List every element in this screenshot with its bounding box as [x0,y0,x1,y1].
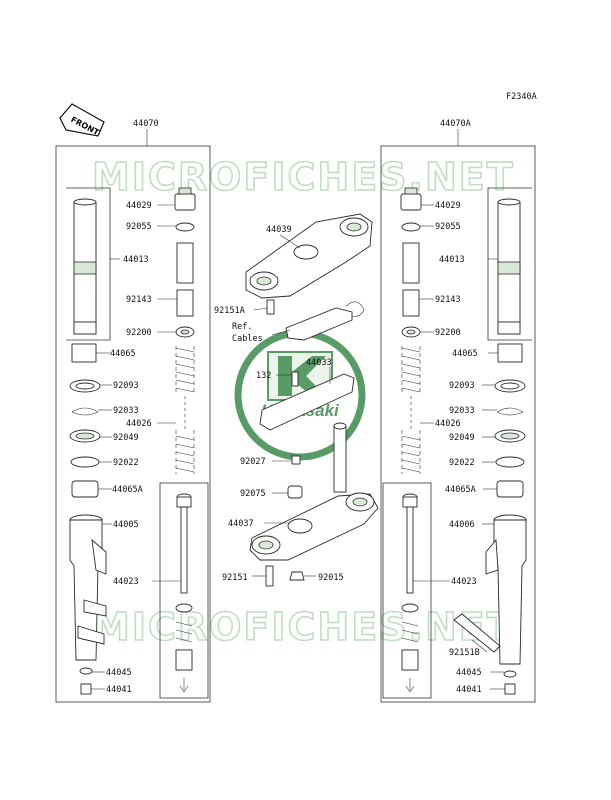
bolt-92151 [265,565,274,587]
label-l-44065A: 44065A [112,485,143,495]
cable-guide [285,301,365,341]
label-r-92151B: 92151B [449,648,480,658]
label-l-44041: 44041 [106,685,132,695]
label-c-132: 132 [256,371,271,381]
left-spacer-92143-lower [176,289,194,317]
label-l-92049: 92049 [113,433,139,443]
label-l-44045: 44045 [106,668,132,678]
left-bolt-44041 [80,683,92,695]
label-r-44041: 44041 [456,685,482,695]
label-r-44065A: 44065A [445,485,476,495]
label-l-44023: 44023 [113,577,139,587]
left-outer-tube-44005 [69,514,107,661]
cover-44033 [259,373,355,431]
label-r-44065: 44065 [452,349,478,359]
upper-bracket-44039 [245,213,373,299]
label-r-44026: 44026 [435,419,461,429]
lower-bracket-44037 [249,422,379,561]
label-l-92200: 92200 [126,328,152,338]
label-r-92143: 92143 [435,295,461,305]
label-l-44013: 44013 [123,255,149,265]
watermark-top: MICROFICHES.NET [92,155,515,199]
left-oring-92055 [175,222,195,232]
label-c-44039: 44039 [266,225,292,235]
left-clip-92033 [71,407,99,416]
label-c-44033: 44033 [306,358,332,368]
label-r-92055: 92055 [435,222,461,232]
right-cap-44029 [400,187,422,211]
label-l-92033: 92033 [113,406,139,416]
right-bolt-92151B [453,613,501,653]
nut-92027 [291,455,301,465]
watermark-bottom: MICROFICHES.NET [92,605,515,649]
label-r-44013: 44013 [439,255,465,265]
front-arrow-icon: FRONT [59,100,105,137]
label-c-92151: 92151 [222,573,248,583]
label-c-92075: 92075 [240,489,266,499]
right-spacer-92143-lower [402,289,420,317]
right-spacer-92143-upper [402,242,420,284]
right-oring-92055 [401,222,421,232]
label-l-44005: 44005 [113,520,139,530]
right-washer-44045 [503,670,517,678]
label-r-92049: 92049 [449,433,475,443]
leader-lines [91,204,505,690]
right-fork-tube [497,198,521,335]
bolt-132 [291,371,299,387]
left-fork-tube [73,198,97,335]
label-c-92027: 92027 [240,457,266,467]
left-spring-44026 [175,346,195,474]
right-assembly-frame [380,145,536,703]
right-washer-92022 [495,456,525,468]
label-c-ref-line1: Ref. [232,322,252,332]
right-clip-92033 [496,407,524,416]
left-cap-44029 [174,187,196,211]
left-bush-44065A [71,480,99,498]
label-l-44065: 44065 [110,349,136,359]
left-bush-44065 [71,343,97,363]
right-damper-rod-44023 [401,493,419,693]
label-r-44006: 44006 [449,520,475,530]
right-outer-tube-44006 [485,514,527,665]
label-l-44029: 44029 [126,201,152,211]
left-washer-44045 [79,667,93,675]
label-l-92143: 92143 [126,295,152,305]
label-r-92033: 92033 [449,406,475,416]
label-c-92151A: 92151A [214,306,245,316]
right-bush-44065 [497,343,523,363]
label-r-92022: 92022 [449,458,475,468]
right-bush-44065A [496,480,524,498]
right-bolt-44041 [504,683,516,695]
label-r-92093: 92093 [449,381,475,391]
label-c-ref-line2: Cables [232,334,263,344]
left-spacer-92143-upper [176,242,194,284]
collar-92075 [287,485,303,499]
label-r-44023: 44023 [451,577,477,587]
label-c-92015: 92015 [318,573,344,583]
label-44070: 44070 [133,119,159,129]
label-l-92055: 92055 [126,222,152,232]
left-washer-92022 [70,456,100,468]
nut-92015 [289,571,305,581]
label-l-44026: 44026 [126,419,152,429]
label-r-92200: 92200 [435,328,461,338]
label-c-44037: 44037 [228,519,254,529]
label-44070A: 44070A [440,119,471,129]
label-r-44045: 44045 [456,668,482,678]
figure-code: F2340A [506,92,537,102]
right-spring-44026 [401,346,421,474]
bolt-92151A [266,299,275,315]
label-r-44029: 44029 [435,201,461,211]
left-damper-rod-44023 [175,493,193,693]
label-l-92022: 92022 [113,458,139,468]
label-l-92093: 92093 [113,381,139,391]
left-assembly-frame [55,145,211,703]
